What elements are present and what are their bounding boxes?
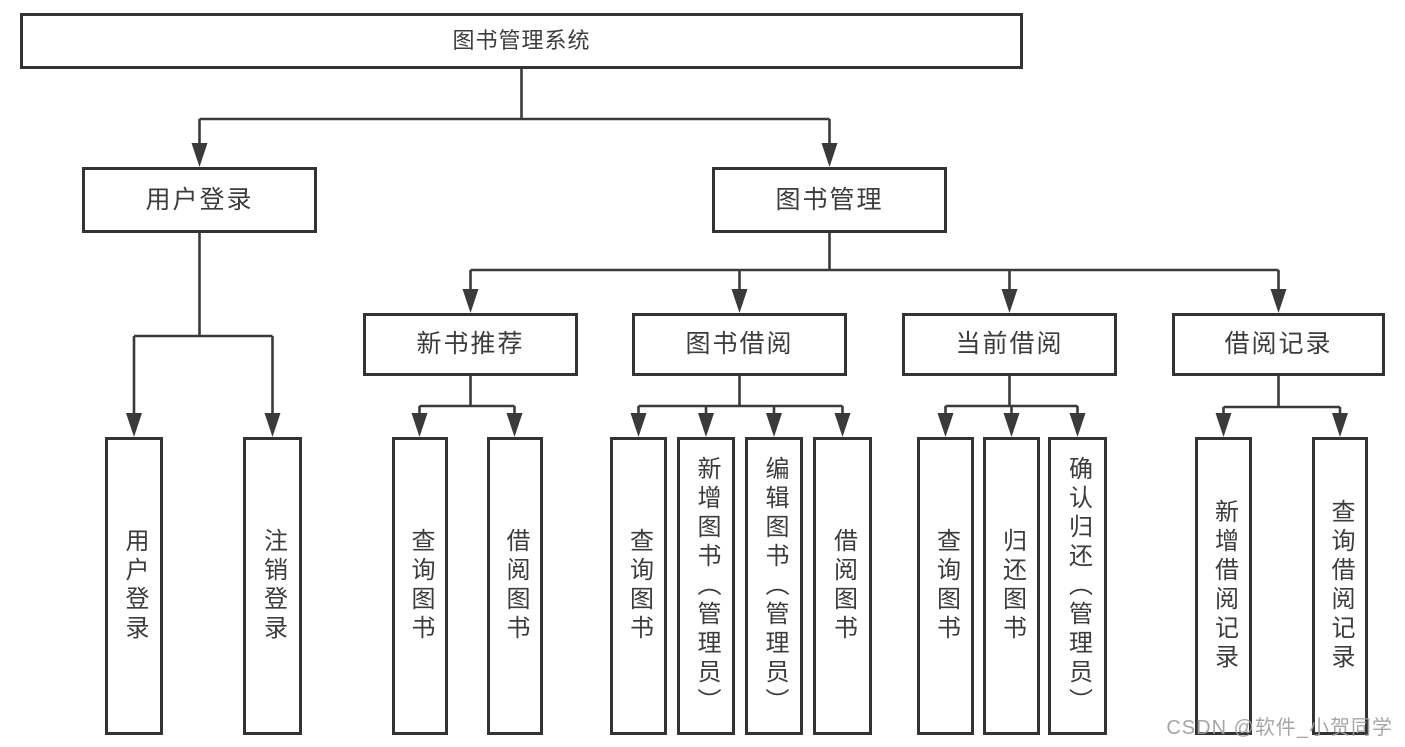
node-query-books-current: 查询图书 [917, 437, 974, 735]
node-book-borrowing: 图书借阅 [632, 313, 847, 376]
node-edit-books-admin: 编辑图书（管理员） [745, 437, 803, 735]
node-book-management: 图书管理 [712, 167, 947, 233]
node-book-management-system: 图书管理系统 [20, 13, 1023, 69]
node-user-login: 用户登录 [82, 167, 317, 233]
node-add-borrowing-record: 新增借阅记录 [1195, 437, 1252, 735]
node-logout: 注销登录 [243, 437, 302, 735]
node-new-book-recommendation: 新书推荐 [363, 313, 578, 376]
node-add-books-admin: 新增图书（管理员） [677, 437, 735, 735]
node-query-borrowing-record: 查询借阅记录 [1312, 437, 1368, 735]
node-query-books-recommendation: 查询图书 [392, 437, 448, 735]
node-return-books: 归还图书 [983, 437, 1040, 735]
node-borrowing-records: 借阅记录 [1172, 313, 1385, 376]
node-borrow-books-borrowing: 借阅图书 [813, 437, 872, 735]
node-query-books-borrowing: 查询图书 [610, 437, 667, 735]
node-user-login-leaf: 用户登录 [105, 437, 163, 735]
watermark: CSDN @软件_小贺同学 [1166, 717, 1393, 739]
node-current-borrowing: 当前借阅 [902, 313, 1117, 376]
node-borrow-books-recommendation: 借阅图书 [487, 437, 543, 735]
node-confirm-return-admin: 确认归还（管理员） [1048, 437, 1107, 735]
